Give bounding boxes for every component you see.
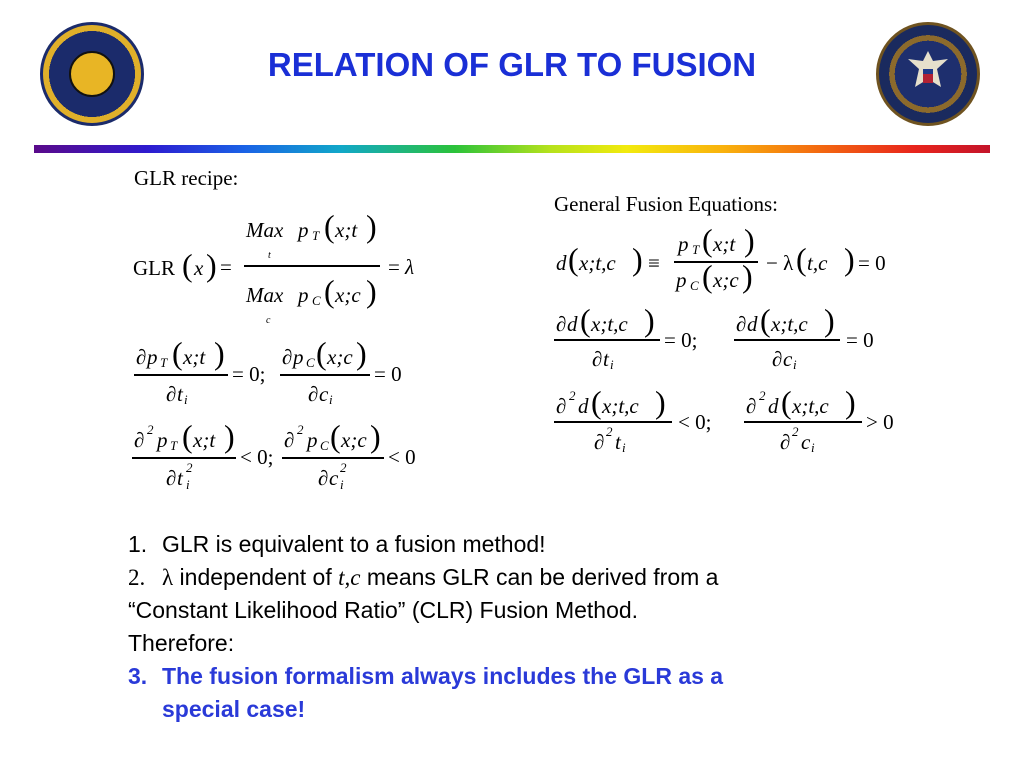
list-item-emphasis: 3. The fusion formalism always includes … xyxy=(128,663,724,689)
therefore-label: Therefore: xyxy=(128,630,235,656)
list-item-emphasis-continuation: special case! xyxy=(162,696,306,722)
page-title: RELATION OF GLR TO FUSION xyxy=(267,46,757,83)
naval-research-laboratory-logo xyxy=(40,22,144,126)
list-item: 2. λ independent of t,c means GLR can be… xyxy=(128,564,719,590)
eagle-icon xyxy=(908,51,948,87)
conclusion-list: 1. GLR is equivalent to a fusion method!… xyxy=(128,528,888,726)
rainbow-divider xyxy=(34,145,990,153)
list-item-continuation: “Constant Likelihood Ratio” (CLR) Fusion… xyxy=(128,597,639,623)
seal-shield-icon xyxy=(69,51,115,97)
department-of-the-navy-logo xyxy=(876,22,980,126)
list-item: 1. GLR is equivalent to a fusion method! xyxy=(128,531,546,557)
general-fusion-heading: General Fusion Equations: xyxy=(554,192,778,216)
glr-recipe-heading: GLR recipe: xyxy=(134,166,239,190)
